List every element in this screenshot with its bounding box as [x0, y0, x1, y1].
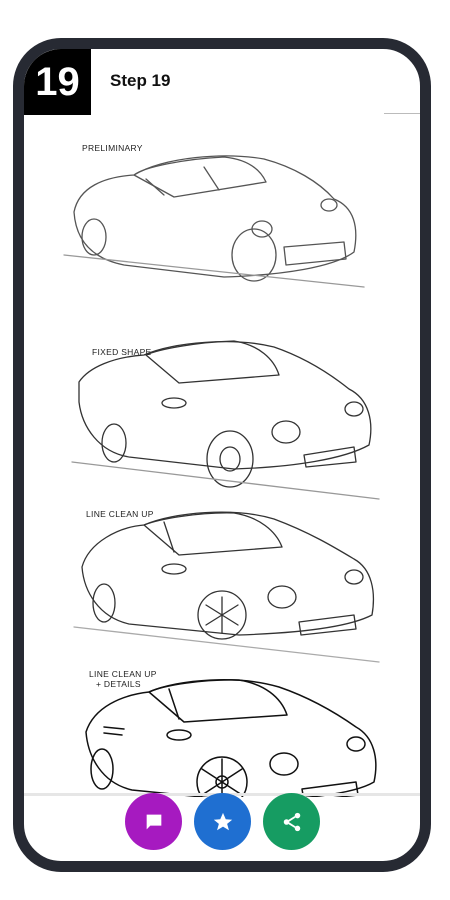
step-number: 19: [35, 59, 80, 104]
stage-label-3: LINE CLEAN UP: [86, 509, 154, 519]
car-stage-line-clean-up: [73, 511, 380, 663]
step-drawing: PRELIMINARY FIXED SHAPE: [34, 127, 414, 808]
phone-frame: 19 Step 19 PRELIMINARY FIXED SHAPE: [13, 38, 431, 872]
car-stage-line-clean-up-details: [85, 679, 377, 808]
car-stage-preliminary: [63, 155, 365, 288]
header-divider: [384, 113, 420, 114]
step-number-badge: 19: [24, 49, 91, 115]
favorite-button[interactable]: [194, 793, 251, 850]
share-button[interactable]: [263, 793, 320, 850]
car-stage-fixed-shape: [71, 340, 380, 500]
message-button[interactable]: [125, 793, 182, 850]
message-icon: [146, 814, 161, 829]
car-sketch-svg: PRELIMINARY FIXED SHAPE: [63, 143, 380, 808]
stage-label-4b: + DETAILS: [96, 679, 141, 689]
star-icon: [213, 812, 232, 830]
stage-label-4a: LINE CLEAN UP: [89, 669, 157, 679]
step-title: Step 19: [110, 71, 171, 90]
share-icon: [283, 812, 300, 831]
stage-label-2: FIXED SHAPE: [92, 347, 152, 357]
stage-label-1: PRELIMINARY: [82, 143, 143, 153]
